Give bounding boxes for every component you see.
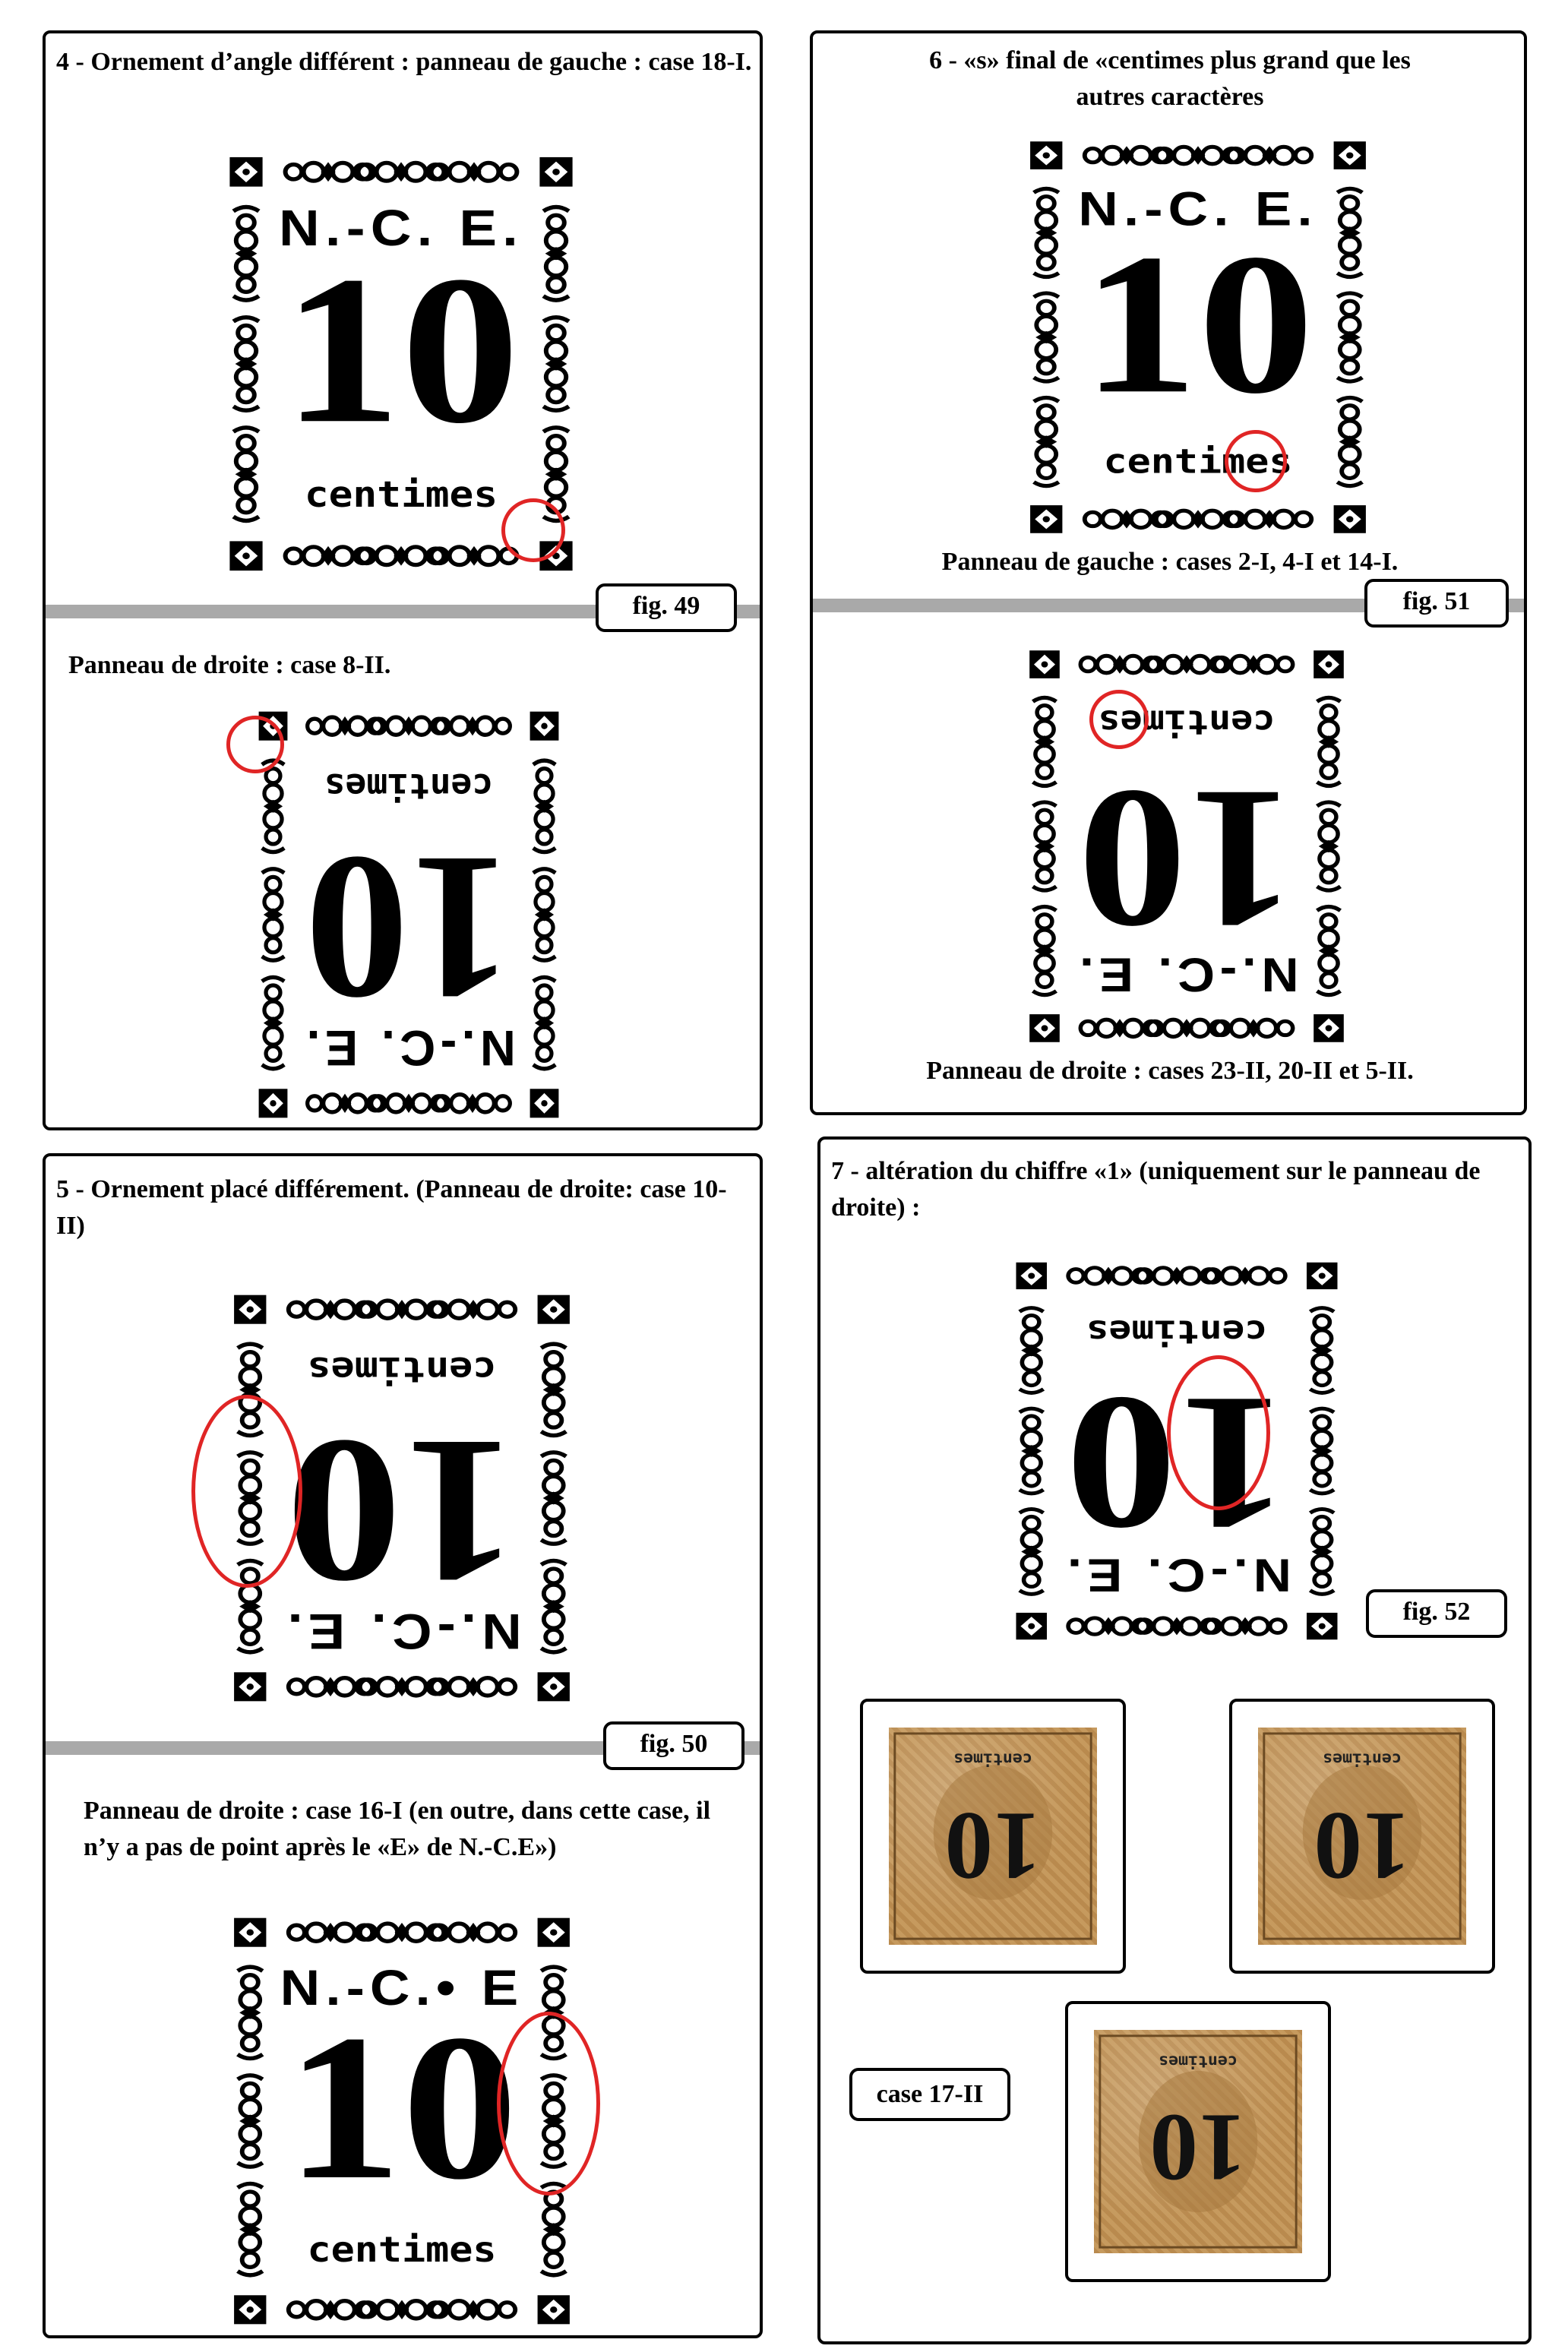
stamp-value: 10 [1082, 212, 1314, 435]
fig-51-label: fig. 51 [1364, 579, 1509, 628]
highlight-circle [226, 716, 284, 773]
stamp-top-text: N.-C. E. [279, 200, 523, 257]
panel-6-caption-left: Panneau de gauche : cases 2-I, 4-I et 14… [941, 548, 1399, 576]
case-17-label: case 17-II [849, 2068, 1010, 2121]
panel-5-caption-right: Panneau de droite : case 16-I (en outre,… [84, 1797, 711, 1861]
highlight-circle [1089, 690, 1149, 749]
panel-7-heading: 7 - altération du chiffre «1» (uniquemen… [831, 1157, 1481, 1222]
highlight-circle [191, 1395, 302, 1588]
svg-text:centimes: centimes [1323, 1749, 1402, 1768]
stamp-value: 10 [305, 813, 513, 1044]
svg-text:10: 10 [1314, 1792, 1410, 1901]
stamp-figure-50-inverted: N.-C. E. 10 centimes [223, 1285, 580, 1711]
panel-6-heading: 6 - «s» final de «centimes plus grand qu… [929, 46, 1411, 111]
separator-bar [813, 599, 1524, 612]
highlight-circle [501, 498, 565, 562]
stamp-value: 10 [286, 1396, 517, 1627]
stamp-figure-51: N.-C. E. 10 centimes [1020, 132, 1377, 542]
stamp-photo: 10 centimes [860, 1699, 1126, 1974]
highlight-circle [497, 2012, 600, 2196]
stamp-top-text: N.-C. E. [302, 1020, 516, 1076]
panel-5-heading: 5 - Ornement placé différement. (Panneau… [56, 1175, 727, 1240]
svg-text:centimes: centimes [953, 1749, 1032, 1768]
highlight-circle [1167, 1355, 1270, 1510]
panel-4-heading: 4 - Ornement d’angle différent : panneau… [56, 48, 752, 76]
stamp-value: 10 [286, 1991, 517, 2222]
stamp-figure-49-inverted: N.-C. E. 10 centimes [249, 702, 568, 1127]
stamp-figure-49: N.-C. E. 10 centimes [219, 147, 583, 580]
panel-5: 5 - Ornement placé différement. (Panneau… [43, 1153, 763, 2338]
stamp-unit: centimes [308, 2228, 497, 2270]
panel-4: 4 - Ornement d’angle différent : panneau… [43, 30, 763, 1130]
stamp-unit: centimes [308, 1349, 497, 1391]
stamp-top-text: N.-C. E. [1078, 182, 1317, 236]
stamp-top-text: N.-C. E. [282, 1604, 521, 1660]
svg-text:10: 10 [1149, 2094, 1246, 2202]
stamp-value: 10 [283, 232, 520, 468]
panel-6-caption-right: Panneau de droite : cases 23-II, 20-II e… [926, 1057, 1414, 1085]
fig-49-label: fig. 49 [596, 583, 737, 632]
stamp-top-text: N.-C. E. [1074, 948, 1298, 1002]
stamp-top-text: N.-C. E. [1062, 1549, 1291, 1601]
separator-bar [46, 1741, 760, 1755]
svg-text:10: 10 [944, 1792, 1041, 1901]
stamp-top-text: N.-C.• E [280, 1959, 524, 2015]
stamp-unit: centimes [1086, 1313, 1267, 1351]
fig-52-label: fig. 52 [1366, 1589, 1507, 1638]
separator-bar [46, 605, 760, 618]
svg-text:centimes: centimes [1159, 2051, 1238, 2070]
stamp-unit: centimes [305, 473, 498, 516]
panel-6: 6 - «s» final de «centimes plus grand qu… [810, 30, 1527, 1115]
panel-4-caption-right: Panneau de droite : case 8-II. [68, 651, 391, 679]
stamp-photo: 10 centimes [1229, 1699, 1495, 1974]
highlight-circle [1225, 430, 1287, 492]
stamp-photo: 10 centimes [1065, 2001, 1331, 2282]
stamp-value: 10 [1078, 748, 1295, 972]
fig-50-label: fig. 50 [603, 1721, 744, 1770]
stamp-unit: centimes [324, 766, 493, 807]
panel-7: 7 - altération du chiffre «1» (uniquemen… [817, 1136, 1532, 2344]
stamp-figure-51-inverted: N.-C. E. 10 centimes [1020, 641, 1354, 1051]
stamp-figure-50-no-dot: N.-C.• E 10 centimes [223, 1908, 580, 2334]
